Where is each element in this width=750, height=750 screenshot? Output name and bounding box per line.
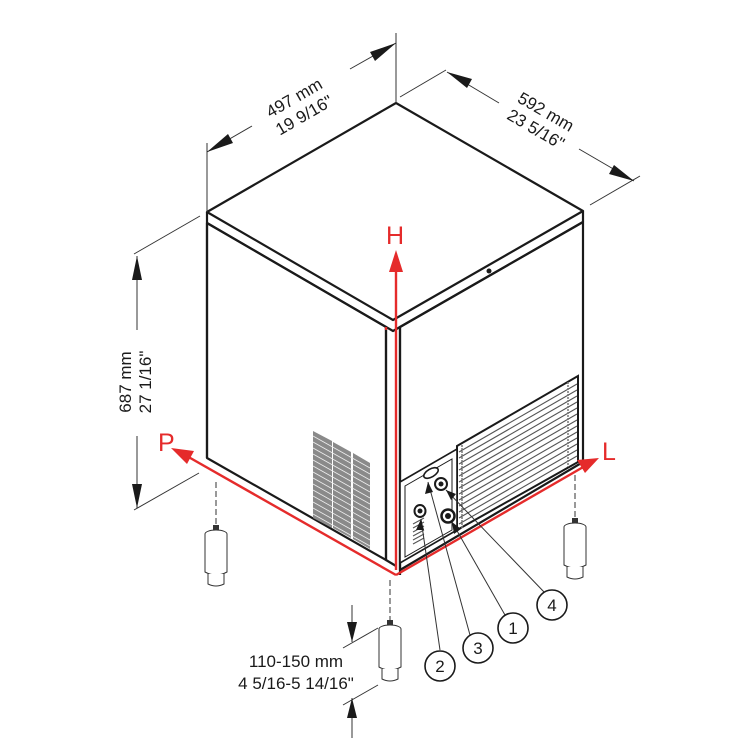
foot-right xyxy=(563,475,587,580)
height-imperial: 27 1/16" xyxy=(136,351,155,414)
axis-h-arrowhead xyxy=(389,250,403,272)
callouts: 2 3 1 4 xyxy=(416,481,568,682)
feet-dimension: 110-150 mm 4 5/16-5 14/16" xyxy=(238,605,379,738)
svg-text:1: 1 xyxy=(508,619,517,638)
cabinet xyxy=(205,101,585,575)
width-dimension: 497 mm 19 9/16" xyxy=(206,33,397,212)
height-metric: 687 mm xyxy=(116,351,135,412)
callout-1: 1 xyxy=(497,612,529,644)
axis-arrows xyxy=(171,250,599,577)
fitting-3 xyxy=(422,466,440,480)
svg-text:2: 2 xyxy=(435,657,444,676)
svg-text:3: 3 xyxy=(473,639,482,658)
axis-p-arrowhead xyxy=(171,448,194,464)
left-vent-grille xyxy=(312,431,371,549)
feet-metric: 110-150 mm xyxy=(249,652,343,671)
axis-label-l: L xyxy=(602,438,616,466)
screw-dot xyxy=(486,268,492,274)
depth-dimension: 592 mm 23 5/16" xyxy=(399,69,641,206)
height-dimension: 687 mm 27 1/16" xyxy=(116,215,201,511)
feet-imperial: 4 5/16-5 14/16" xyxy=(238,674,354,693)
axis-label-p: P xyxy=(158,429,175,457)
axis-l-line xyxy=(395,464,586,577)
axis-label-h: H xyxy=(386,222,404,250)
svg-text:4: 4 xyxy=(547,596,556,615)
foot-front xyxy=(378,580,402,682)
axis-p-line xyxy=(184,453,397,577)
callout-3: 3 xyxy=(462,632,494,664)
callout-4: 4 xyxy=(536,589,568,621)
axis-l-arrowhead xyxy=(577,458,599,473)
foot-left xyxy=(204,482,228,587)
callout-2: 2 xyxy=(424,650,456,682)
front-condenser-grille xyxy=(456,374,579,532)
